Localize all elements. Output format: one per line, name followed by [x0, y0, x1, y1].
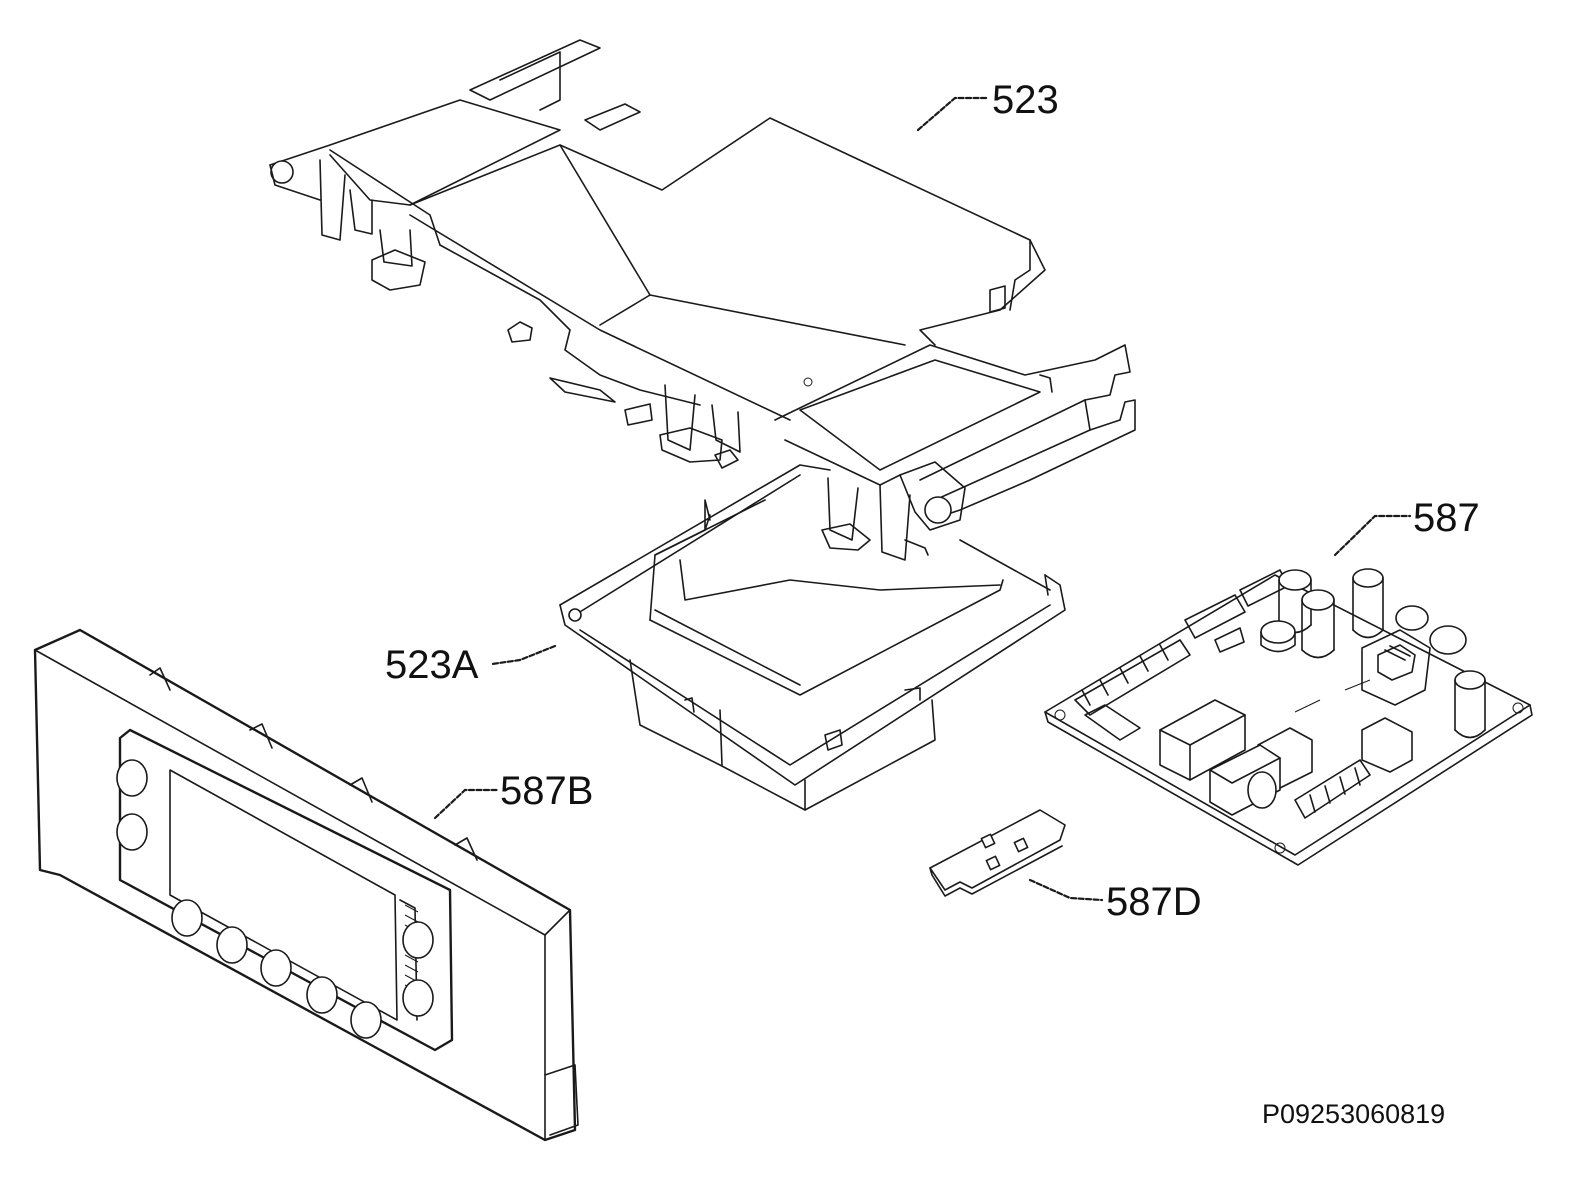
label-587: 587	[1413, 496, 1480, 540]
part-587d-board	[929, 809, 1066, 897]
label-587b: 587B	[500, 769, 593, 813]
part-523-frame	[269, 39, 1136, 561]
part-587b-panel	[33, 628, 579, 1142]
leader-587b	[433, 788, 500, 820]
leader-587	[1333, 514, 1412, 557]
leader-523	[916, 96, 990, 132]
label-587d: 587D	[1106, 880, 1202, 924]
drawing-code: P09253060819	[1262, 1099, 1445, 1129]
label-523a: 523A	[385, 643, 479, 687]
label-523: 523	[992, 78, 1059, 122]
callouts: 523 523A 587 587B 587D P09253060819	[385, 78, 1480, 1129]
panel-buttons	[116, 759, 434, 1039]
part-587-pcb	[1044, 568, 1533, 866]
leader-587d	[1028, 878, 1104, 902]
leader-523a	[490, 644, 557, 666]
part-523a-tray	[559, 464, 1066, 811]
